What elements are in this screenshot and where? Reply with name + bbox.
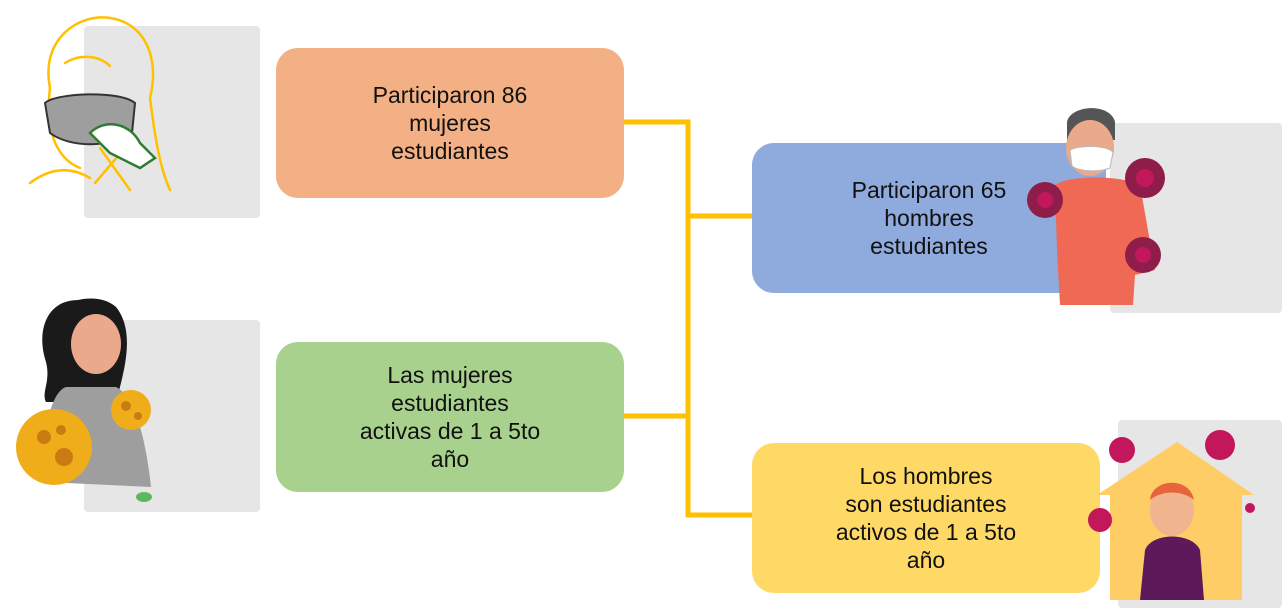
men-participants-text: Participaron 65 hombres estudiantes [851, 177, 1007, 259]
box-women-participants: Participaron 86 mujeres estudiantes [276, 48, 624, 198]
man-with-mask-virus-icon [1027, 108, 1165, 305]
men-active-text: Los hombres son estudiantes activos de 1… [835, 463, 1017, 573]
women-participants-text: Participaron 86 mujeres estudiantes [372, 82, 528, 164]
box-women-active: Las mujeres estudiantes activas de 1 a 5… [276, 342, 624, 492]
sick-woman-virus-icon [16, 298, 152, 502]
woman-with-mask-icon [28, 16, 172, 192]
man-at-home-virus-icon [1088, 430, 1255, 600]
box-men-active: Los hombres son estudiantes activos de 1… [752, 443, 1100, 593]
women-active-text: Las mujeres estudiantes activas de 1 a 5… [359, 362, 541, 472]
box-men-participants: Participaron 65 hombres estudiantes [752, 143, 1106, 293]
